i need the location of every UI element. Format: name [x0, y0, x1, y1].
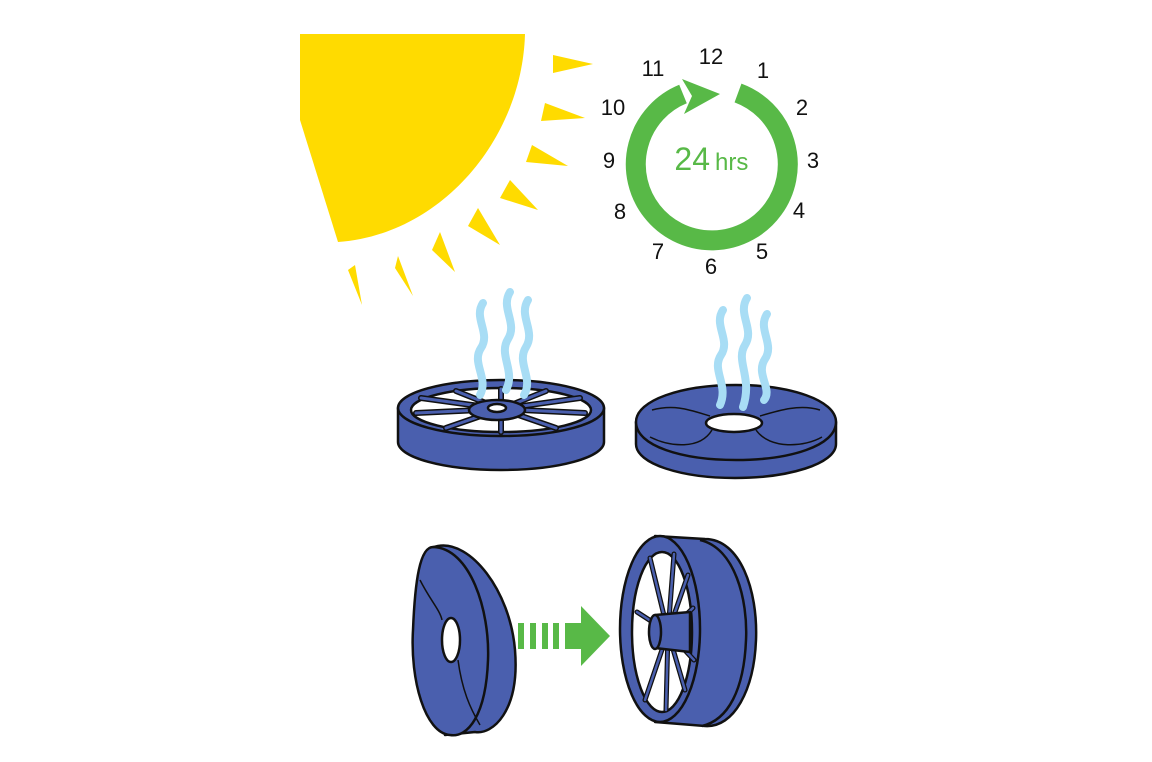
clock-numbers: 12 1 2 3 4 5 6 7 8 9 10 11 [601, 44, 819, 279]
foam-filter-seam [649, 406, 823, 446]
sun-icon [300, 34, 593, 305]
steam-line [757, 310, 773, 404]
pleated-filter-hub-hole [486, 402, 508, 414]
clock-number-8: 8 [614, 199, 626, 224]
clock-number-4: 4 [793, 198, 805, 223]
pleated-filter-icon [396, 378, 606, 472]
steam-line [473, 299, 489, 399]
clock-number-7: 7 [652, 239, 664, 264]
foam-upright-seam [419, 579, 481, 726]
steam-line [500, 288, 516, 394]
clock-number-3: 3 [807, 148, 819, 173]
clock-number-1: 1 [757, 58, 769, 83]
steam-line [713, 306, 729, 409]
clock-number-12: 12 [699, 44, 723, 69]
foam-filter-hole [704, 412, 764, 434]
arrow-right-icon [518, 606, 610, 666]
clock-number-9: 9 [603, 148, 615, 173]
steam-line [737, 294, 753, 411]
arrow-shaft [565, 623, 583, 649]
arrow-dash [542, 623, 548, 649]
center-value: 24 [674, 141, 710, 177]
foam-filter-icon [634, 383, 838, 480]
clock-number-2: 2 [796, 95, 808, 120]
center-unit: hrs [715, 149, 748, 176]
cycle-arrowhead [682, 79, 720, 114]
clock-number-5: 5 [756, 239, 768, 264]
clock-cycle-icon: 24 hrs 12 1 2 3 4 5 6 7 8 9 10 11 [601, 44, 819, 279]
sun-body [300, 34, 525, 242]
pleated-upright-hub-face [647, 613, 663, 651]
arrow-head [581, 606, 610, 666]
clock-number-6: 6 [705, 254, 717, 279]
arrow-dash [518, 623, 524, 649]
arrow-dash [553, 623, 559, 649]
clock-number-11: 11 [642, 56, 665, 81]
cycle-ring [625, 83, 798, 251]
steam-icon [473, 288, 773, 411]
pleated-filter-upright-icon [618, 534, 758, 728]
sun-rays [348, 55, 593, 305]
foam-upright-hole [440, 616, 462, 664]
foam-filter-upright-icon [411, 544, 517, 737]
clock-number-10: 10 [601, 95, 625, 120]
pleated-upright-band-edge [699, 538, 748, 728]
steam-line [518, 296, 534, 399]
arrow-dash [530, 623, 536, 649]
